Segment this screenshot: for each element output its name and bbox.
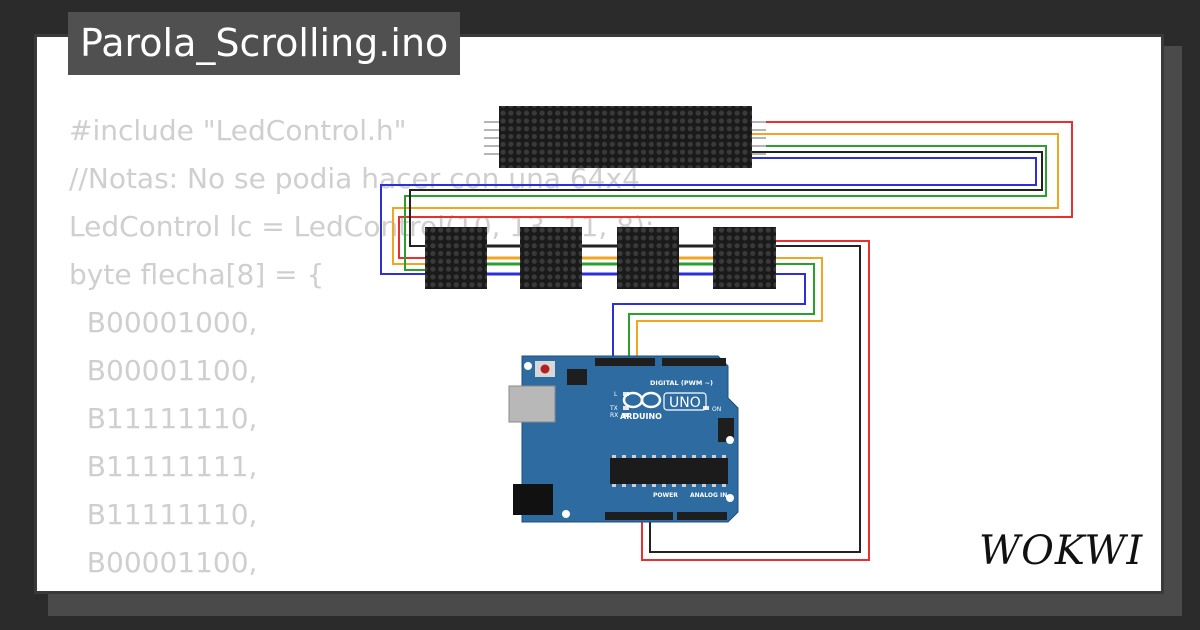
reset-button[interactable] — [540, 364, 550, 374]
led-matrix-4[interactable] — [713, 227, 776, 289]
code-preview: #include "LedControl.h"//Notas: No se po… — [69, 107, 654, 591]
code-line: byte flecha[8] = { — [69, 258, 325, 291]
code-line: B11111110, — [69, 498, 258, 531]
code-line: B00001000, — [69, 306, 258, 339]
power-header[interactable] — [605, 512, 673, 520]
usb-port — [508, 385, 556, 423]
arduino-uno-board[interactable]: UNO ARDUINO DIGITAL (PWM ~) POWER ANALOG… — [508, 355, 739, 523]
digital-label: DIGITAL (PWM ~) — [650, 379, 713, 387]
led-matrix-1[interactable] — [425, 227, 487, 289]
project-title[interactable]: Parola_Scrolling.ino — [68, 12, 461, 75]
wires-top-matrix — [380, 121, 1073, 275]
rx-label: RX — [610, 412, 618, 419]
led-matrix-2[interactable] — [520, 227, 582, 289]
code-line: B11111111, — [69, 450, 258, 483]
led-matrix-3[interactable] — [617, 227, 679, 289]
analog-header[interactable] — [677, 512, 727, 520]
code-line: B11111110, — [69, 402, 258, 435]
arduino-label: ARDUINO — [620, 412, 662, 421]
code-line: #include "LedControl.h" — [69, 114, 407, 147]
l-label: L — [614, 391, 618, 398]
power-label: POWER — [653, 492, 678, 499]
code-line: B00001100, — [69, 546, 258, 579]
wires-between-matrices — [487, 244, 713, 276]
wokwi-logo[interactable]: WOKWI — [975, 522, 1150, 577]
wires-arduino — [612, 240, 870, 561]
led-matrix-top[interactable] — [484, 106, 766, 168]
svg-text:WOKWI: WOKWI — [979, 528, 1143, 574]
atmega-chip — [610, 458, 728, 484]
digital-header[interactable] — [595, 358, 655, 366]
arduino-infinity-logo — [622, 391, 662, 409]
uno-label: UNO — [669, 395, 701, 411]
analog-label: ANALOG IN — [690, 492, 727, 499]
code-line: B00001100, — [69, 354, 258, 387]
tx-label: TX — [609, 405, 618, 412]
on-label: ON — [712, 406, 721, 413]
power-jack — [513, 484, 553, 515]
